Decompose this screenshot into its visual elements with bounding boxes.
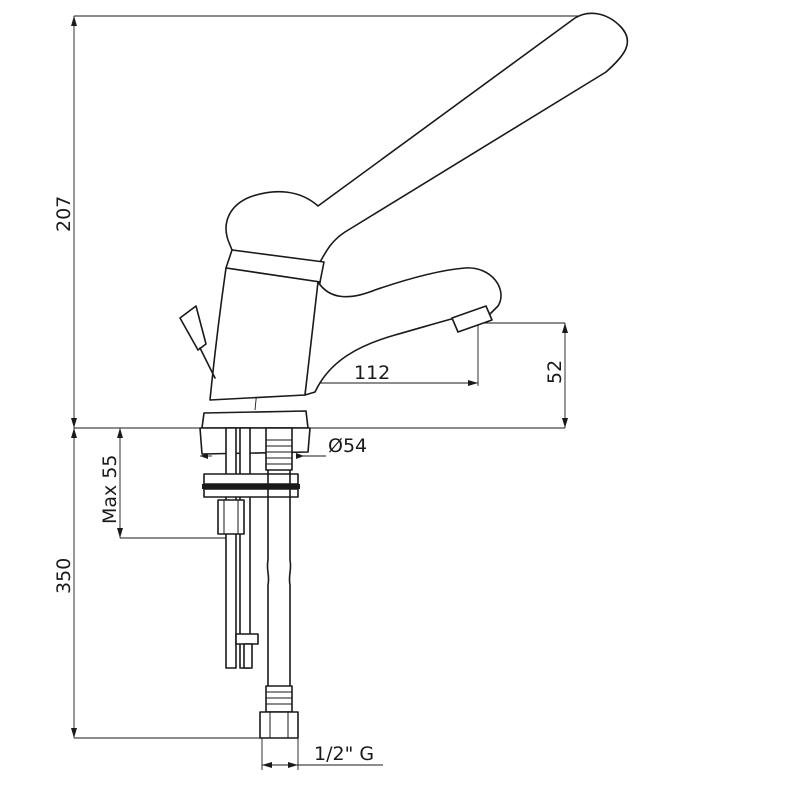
lower-nut (235, 633, 259, 645)
dim-label-350: 350 (53, 558, 75, 594)
faucet-body (179, 12, 629, 455)
fixing-stud (225, 427, 237, 669)
arrow-icon (562, 418, 568, 428)
popup-rod (199, 347, 216, 379)
arrow-icon (117, 528, 123, 538)
hose-right-edge (288, 469, 292, 691)
lever-handle (225, 12, 629, 263)
arrow-icon (288, 762, 298, 768)
arrow-icon (468, 380, 478, 386)
spout (304, 267, 502, 396)
hose-bottom-ferrule (265, 685, 293, 713)
backing-plate (203, 473, 299, 485)
rubber-washer (202, 484, 300, 489)
base-skirt (199, 427, 311, 455)
dim-label-max55: Max 55 (99, 455, 121, 525)
dim-label-207: 207 (53, 196, 75, 232)
fixing-stud-2 (239, 427, 251, 669)
dim-label-112: 112 (354, 362, 390, 384)
dim-label-diameter: Ø54 (328, 435, 367, 457)
hose-top-threads (266, 439, 292, 465)
stud-end (243, 643, 253, 669)
arrow-icon (562, 323, 568, 333)
washer (203, 488, 299, 498)
arrow-icon (296, 453, 304, 459)
hose-bottom-threads (266, 691, 292, 705)
fixing-nut (217, 499, 245, 535)
hose-hex-nut (259, 711, 299, 739)
dim-label-52: 52 (544, 360, 566, 384)
arrow-icon (71, 428, 77, 438)
arrow-icon (71, 16, 77, 26)
arrow-icon (262, 762, 272, 768)
arrow-icon (71, 418, 77, 428)
arrow-icon (71, 728, 77, 738)
arrow-icon (117, 428, 123, 438)
body-column (209, 267, 321, 401)
aerator (451, 305, 493, 333)
popup-rod-knob (179, 305, 207, 351)
dim-label-thread: 1/2" G (314, 743, 374, 765)
base-collar (201, 410, 309, 429)
under-deck-assembly (202, 427, 300, 739)
hose-top-connector (265, 427, 293, 471)
hose-left-edge (266, 469, 270, 691)
